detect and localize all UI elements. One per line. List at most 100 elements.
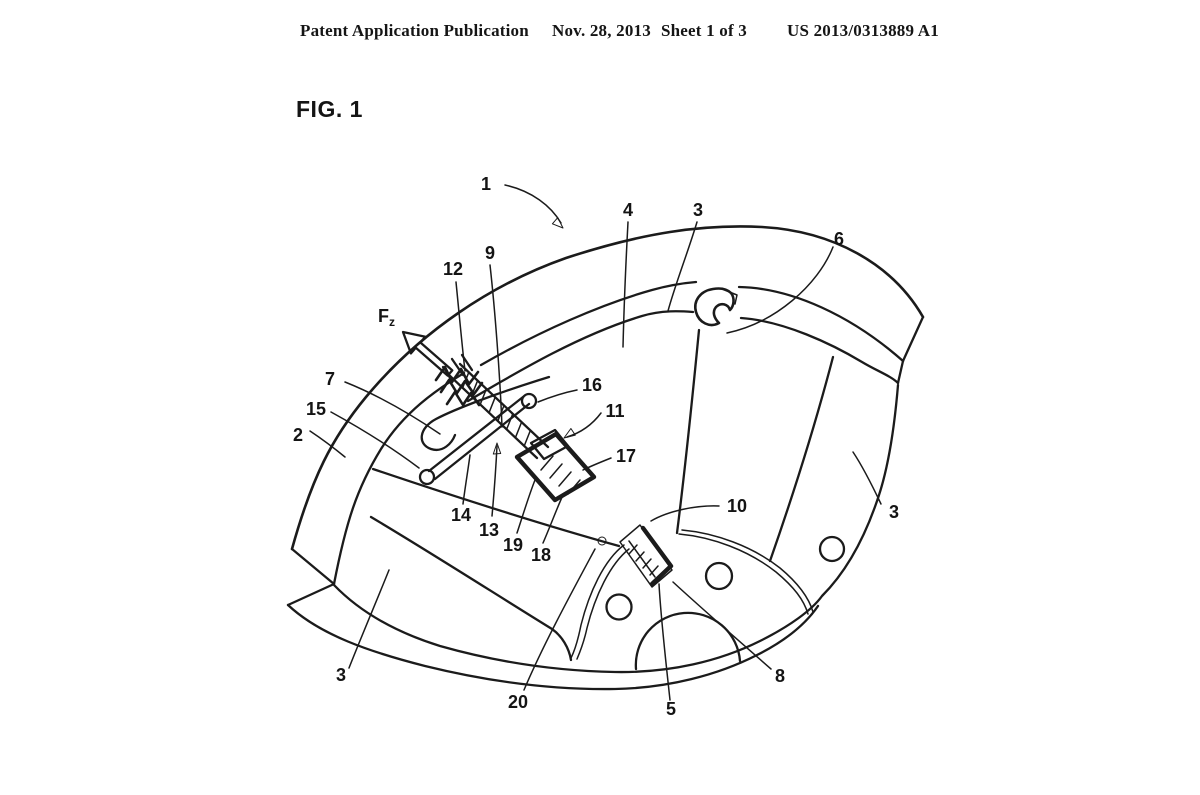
ref-label-16-9: 16 [582,375,602,395]
leader-14 [462,454,471,505]
leader-9 [489,264,503,428]
leader-13 [491,445,498,517]
hub-arc-left-b [576,548,630,660]
hub-latch-inner [628,540,656,578]
ref-label-4-1: 4 [623,200,633,220]
leader-11 [566,412,602,438]
bead-seat-arc-left [466,310,695,403]
ref-label-7-6: 7 [325,369,335,389]
ref-label-9-4: 9 [485,243,495,263]
hub-arc-right-b [681,529,814,613]
tensioner-block-cap [529,428,570,461]
spoke-edge-right [768,355,835,563]
header-patent-number: US 2013/0313889 A1 [787,21,939,40]
leader-8 [672,581,772,670]
lever-pivot-upper [520,392,538,410]
rim-inner-arc-right [737,285,905,363]
rim-arcs [290,225,925,586]
ref-label-8-21: 8 [775,666,785,686]
spoke-window-edge [369,515,573,662]
threaded-rod-edge-b [447,373,539,460]
leader-20 [523,548,596,691]
ref-label-3-18: 3 [336,665,346,685]
center-bore-arc [634,611,742,671]
rim-inner-arc-left [332,371,466,586]
bolt-hole-right [818,535,846,563]
ref-label-1-0: 1 [481,174,491,194]
tension-mechanism [401,330,674,588]
leader-3-top [667,221,698,312]
leader-7 [344,381,441,435]
ref-label-12-5: 12 [443,259,463,279]
leader-3-right [852,451,882,505]
leader-5 [658,583,671,701]
force-arrow [401,330,454,377]
ref-label-20-19: 20 [508,692,528,712]
hub-arc-right-a [678,533,809,615]
header-publication: Patent Application Publication [300,21,529,40]
header-date: Nov. 28, 2013 [552,21,651,40]
leader-2 [309,430,346,458]
hub-latch-body [619,524,673,588]
bead-seat-arc-right [739,316,900,385]
header-sheet: Sheet 1 of 3 [661,21,747,40]
bolt-hole-mid [704,561,734,591]
leader-11-arrowhead [563,428,576,439]
ref-label-6-3: 6 [834,229,844,249]
leader-6 [726,246,834,334]
leader-19 [516,479,536,534]
hub-latch-bracket [640,525,674,587]
ref-label-19-14: 19 [503,535,523,555]
leader-lines [309,184,882,701]
disc-outline-lower [286,603,820,691]
leader-18 [542,494,564,544]
leader-3-bottom [348,569,390,669]
lever-edge-a [427,395,525,473]
force-label: Fz [378,306,395,329]
valve-hook [694,287,735,327]
ref-label-14-12: 14 [451,505,471,525]
rim-cut-left [290,547,336,586]
ref-label-2-8: 2 [293,425,303,445]
ref-label-15-7: 15 [306,399,326,419]
hub-latch [619,524,674,588]
figure-title: FIG. 1 [296,96,363,122]
bolt-hole-left [605,593,633,621]
leader-16 [537,389,578,403]
spoke-edge-mid [675,328,701,535]
tensioner-block [514,431,597,503]
leader-1-arrowhead [551,217,564,229]
ref-label-18-15: 18 [531,545,551,565]
ref-label-17-11: 17 [616,446,636,466]
anchor-bracket [420,375,551,452]
bead-cut-right [896,359,905,385]
ref-label-3-17: 3 [889,502,899,522]
disc-corner-edge [286,582,336,607]
leader-15 [330,411,420,469]
crimp-fastening [434,353,484,407]
disc-and-hub [286,328,900,691]
ref-label-10-16: 10 [727,496,747,516]
lever-edge-b [433,402,531,481]
rim-inner-arc-mid [479,280,698,367]
ref-label-5-20: 5 [666,699,676,719]
rim-cut-right [901,315,925,363]
leader-4 [622,221,629,348]
leader-13-arrowhead [492,442,502,455]
tensioner-block-hatch [540,455,581,495]
leader-10 [650,505,720,522]
rim-outer-arc [290,225,925,551]
ref-label-11-10: 11 [605,401,624,421]
ref-label-13-13: 13 [479,520,499,540]
wire-junction-dot [597,536,607,546]
leader-12 [455,281,466,372]
disc-outline-upper [332,383,900,674]
hub-arc-left-a [570,544,625,659]
ref-label-3-2: 3 [693,200,703,220]
control-wire [371,467,621,548]
valve-hook-notch [721,288,738,305]
leader-1 [504,184,562,224]
